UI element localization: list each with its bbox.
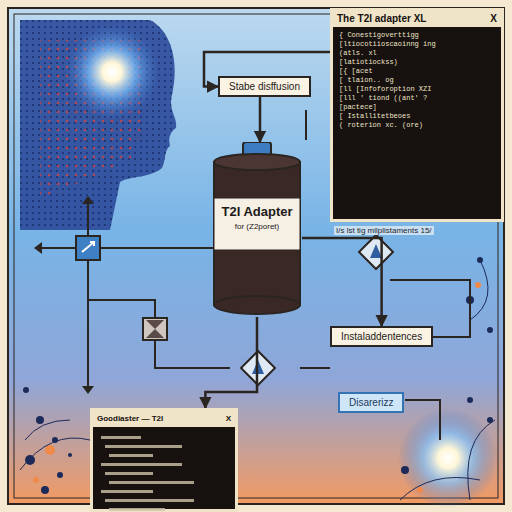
process-box: Disarerizz — [338, 392, 404, 413]
flow-connector — [302, 238, 382, 326]
adapter-title: T2I Adapter — [212, 204, 302, 219]
process-box: Stabe disffusion — [218, 76, 311, 97]
code-line: [latiotiockss) — [339, 58, 495, 67]
box-label: Instaladdentences — [341, 331, 422, 342]
code-line: { Conestigoverttigg — [339, 31, 495, 40]
code-lines-figure — [93, 430, 235, 512]
adapter-cylinder: T2I Adapter for (Z2poret) — [212, 142, 302, 317]
code-line: [ Istallitetbeoes — [339, 112, 495, 121]
close-button: X — [490, 11, 497, 27]
flow-connector — [205, 317, 257, 408]
window-title: Goodiaster — T2I — [97, 411, 163, 427]
code-line: ( roterion xc. (ore) — [339, 121, 495, 130]
window-title: The T2I adapter XL — [337, 11, 426, 27]
adapter-subtitle: for (Z2poret) — [212, 222, 302, 231]
close-button: X — [226, 411, 231, 427]
code-line: [ tlaion.. og — [339, 76, 495, 85]
box-label: Disarerizz — [349, 397, 393, 408]
flow-connector — [259, 97, 262, 142]
code-line: [ltiocotiioscaoinng ing — [339, 40, 495, 49]
caption-note: I/s lst tig milplistaments 15/ — [334, 226, 434, 235]
box-label: Stabe disffusion — [229, 81, 300, 92]
code-line: [ll [Infoforoption XZI — [339, 85, 495, 94]
code-line: [pactece] — [339, 103, 495, 112]
code-line: (atls. xl — [339, 49, 495, 58]
code-line: [{ [acet — [339, 67, 495, 76]
process-box: Instaladdentences — [330, 326, 433, 347]
code-window: The T2I adapter XLX{ Conestigoverttigg[l… — [330, 8, 504, 222]
code-line: [lll ' tiond ((ant' ? — [339, 94, 495, 103]
code-window: Goodiaster — T2I X — [90, 408, 238, 512]
